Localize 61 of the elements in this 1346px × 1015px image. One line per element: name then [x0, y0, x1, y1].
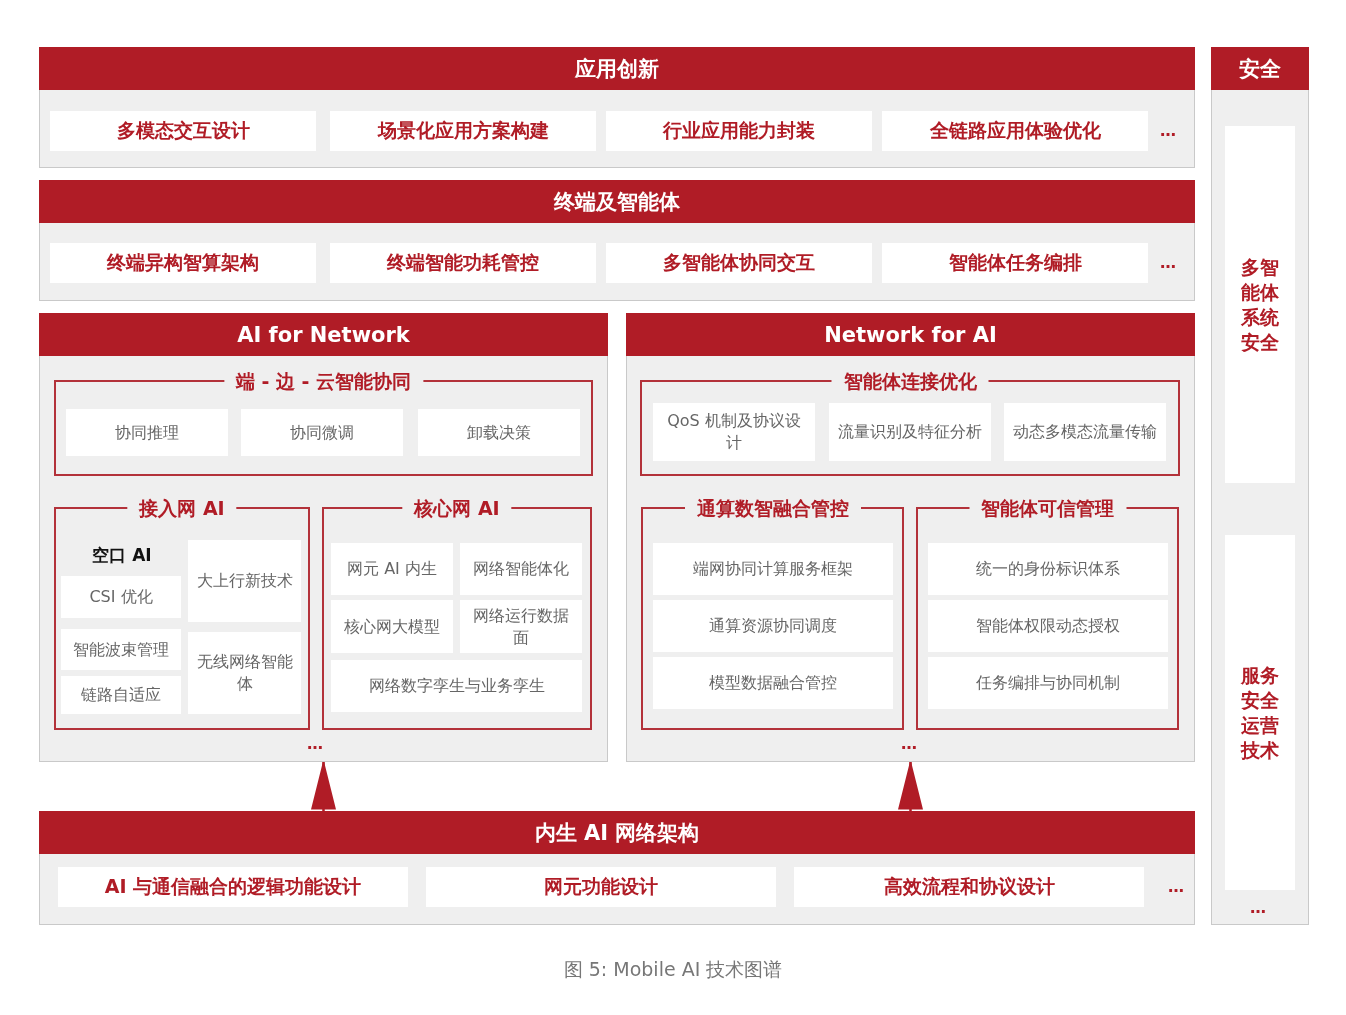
group-title: 核心网 AI: [402, 495, 512, 521]
item-box: 智能体任务编排: [882, 243, 1148, 283]
item-box: 终端智能功耗管控: [330, 243, 596, 283]
group-title: 端 - 边 - 云智能协同: [223, 368, 424, 394]
item-box: 模型数据融合管控: [653, 657, 893, 709]
item-box: 核心网大模型: [331, 600, 453, 653]
figure-caption: 图 5: Mobile AI 技术图谱: [562, 957, 784, 982]
item-box: 卸载决策: [418, 409, 580, 456]
item-box: 链路自适应: [61, 676, 181, 714]
group-title: 智能体连接优化: [831, 368, 989, 394]
item-box: 智能波束管理: [61, 629, 181, 670]
item-box: QoS 机制及协议设计: [653, 403, 815, 461]
item-box: 大上行新技术: [188, 540, 301, 622]
layer-title: AI for Network: [39, 313, 608, 356]
item-box: 网元功能设计: [426, 867, 776, 907]
item-box: 多模态交互设计: [50, 111, 316, 151]
item-box: 多智能体协同交互: [606, 243, 872, 283]
item-box: 高效流程和协议设计: [794, 867, 1144, 907]
item-box: 网络数字孪生与业务孪生: [331, 660, 582, 712]
item-box: CSI 优化: [61, 576, 181, 618]
item-box: 统一的身份标识体系: [928, 543, 1168, 595]
layer-panel: [1211, 47, 1309, 925]
item-box: 服务安全运营技术: [1225, 535, 1295, 890]
item-box: 通算资源协同调度: [653, 600, 893, 652]
layer-title: 内生 AI 网络架构: [39, 811, 1195, 854]
item-box: 动态多模态流量传输: [1004, 403, 1166, 461]
group-title: 智能体可信管理: [969, 495, 1126, 521]
item-box: 端网协同计算服务框架: [653, 543, 893, 595]
item-box: 任务编排与协同机制: [928, 657, 1168, 709]
ellipsis: …: [1160, 121, 1176, 140]
layer-title: Network for AI: [626, 313, 1195, 356]
item-box: 网元 AI 内生: [331, 543, 453, 595]
ellipsis: …: [901, 734, 917, 753]
group-title: 接入网 AI: [127, 495, 237, 521]
layer-title: 安全: [1211, 47, 1309, 90]
layer-panel: [626, 313, 1195, 762]
item-box: 智能体权限动态授权: [928, 600, 1168, 652]
item-box: 全链路应用体验优化: [882, 111, 1148, 151]
item-box: 无线网络智能体: [188, 632, 301, 714]
item-box: 网络智能体化: [460, 543, 582, 595]
group-title: 通算数智融合管控: [684, 495, 861, 521]
ellipsis: …: [1160, 253, 1176, 272]
layer-panel: [39, 180, 1195, 301]
group-heading: 空口 AI: [91, 544, 153, 567]
layer-panel: [39, 811, 1195, 925]
item-box: AI 与通信融合的逻辑功能设计: [58, 867, 408, 907]
item-box: 协同微调: [241, 409, 403, 456]
layer-title: 应用创新: [39, 47, 1195, 90]
layer-panel: [39, 47, 1195, 168]
item-box: 场景化应用方案构建: [330, 111, 596, 151]
item-box: 多智能体系统安全: [1225, 126, 1295, 483]
ellipsis: …: [1250, 898, 1266, 917]
item-box: 行业应用能力封装: [606, 111, 872, 151]
layer-title: 终端及智能体: [39, 180, 1195, 223]
item-box: 协同推理: [66, 409, 228, 456]
ellipsis: …: [1168, 877, 1184, 896]
layer-panel: [39, 313, 608, 762]
item-box: 流量识别及特征分析: [829, 403, 991, 461]
ellipsis: …: [307, 734, 323, 753]
item-box: 网络运行数据面: [460, 600, 582, 653]
item-box: 终端异构智算架构: [50, 243, 316, 283]
